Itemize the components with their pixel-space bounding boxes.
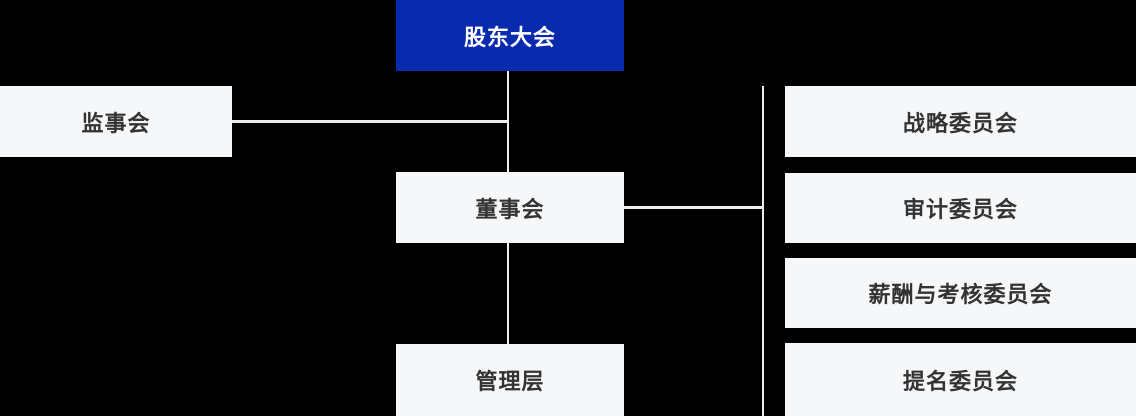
connector-committees-spine <box>762 86 764 416</box>
node-committee-strategy-label: 战略委员会 <box>902 110 1018 136</box>
node-committee-audit: 审计委员会 <box>785 173 1136 243</box>
connector-supervisory-to-spine <box>232 120 508 123</box>
node-management: 管理层 <box>396 344 624 416</box>
connector-board-to-committees <box>624 206 763 209</box>
node-committee-remuneration-appraisal: 薪酬与考核委员会 <box>785 258 1136 328</box>
node-committee-audit-label: 审计委员会 <box>902 197 1018 222</box>
node-board-of-directors-label: 董事会 <box>475 196 545 222</box>
node-committee-nomination-label: 提名委员会 <box>902 368 1018 394</box>
node-committee-nomination: 提名委员会 <box>785 343 1136 416</box>
connector-shareholders-to-board <box>507 71 509 172</box>
node-management-label: 管理层 <box>475 369 545 394</box>
node-board-of-directors: 董事会 <box>396 172 624 243</box>
node-shareholders-meeting-label: 股东大会 <box>463 24 556 50</box>
node-supervisory-board-label: 监事会 <box>81 110 151 136</box>
node-supervisory-board: 监事会 <box>0 86 232 157</box>
node-shareholders-meeting: 股东大会 <box>396 0 624 71</box>
node-committee-strategy: 战略委员会 <box>785 86 1136 157</box>
node-committee-remuneration-appraisal-label: 薪酬与考核委员会 <box>868 282 1053 307</box>
connector-board-to-management <box>507 243 509 344</box>
